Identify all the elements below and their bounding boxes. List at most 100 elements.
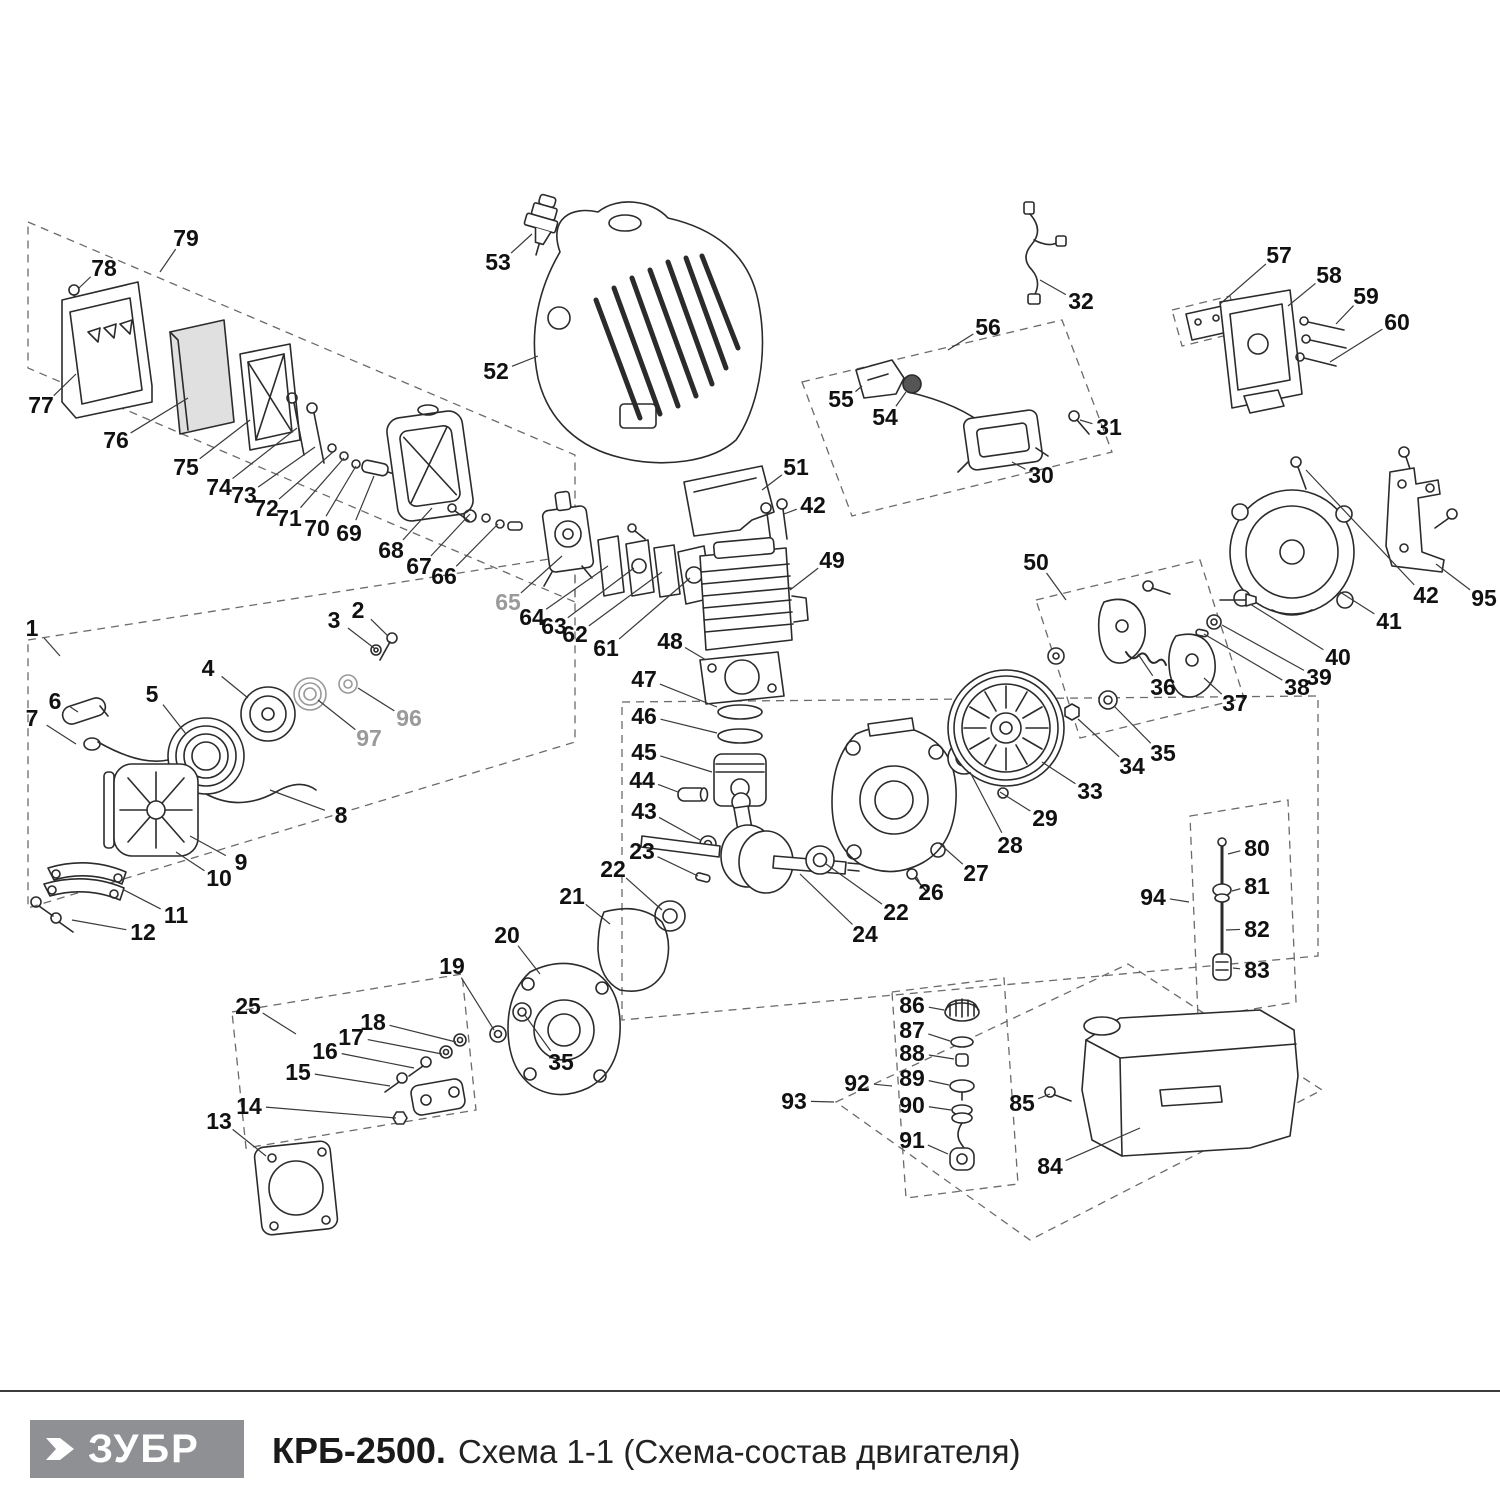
leader-line-51 bbox=[761, 474, 783, 491]
clutch-group-drawing bbox=[1047, 580, 1216, 698]
part-label-90: 90 bbox=[899, 1092, 925, 1118]
part-label-75: 75 bbox=[173, 454, 199, 480]
leader-line-49 bbox=[789, 567, 819, 591]
starter-pulley-drawing bbox=[240, 686, 296, 742]
part-label-47: 47 bbox=[631, 666, 657, 692]
part-label-28: 28 bbox=[997, 832, 1023, 858]
spark-plug-drawing bbox=[523, 193, 559, 256]
fuel-tank-group-drawing bbox=[944, 837, 1299, 1171]
part-label-6: 6 bbox=[49, 688, 62, 714]
leader-line-57 bbox=[1219, 263, 1267, 305]
part-label-49: 49 bbox=[819, 547, 845, 573]
leader-line-31 bbox=[1079, 419, 1093, 425]
leader-line-64 bbox=[545, 565, 609, 610]
leader-line-54 bbox=[895, 391, 907, 407]
cylinder-gasket-drawing bbox=[699, 651, 785, 705]
leader-line-15 bbox=[314, 1073, 391, 1087]
part-label-81: 81 bbox=[1244, 873, 1270, 899]
part-label-21: 21 bbox=[559, 883, 585, 909]
fuel-cap-stack-drawing bbox=[944, 998, 980, 1171]
leader-line-4 bbox=[221, 675, 249, 699]
leader-line-67 bbox=[430, 513, 471, 557]
leader-line-42-a bbox=[783, 508, 797, 515]
leader-line-48 bbox=[684, 647, 707, 661]
leader-line-69 bbox=[355, 475, 375, 521]
brand-arrow-icon bbox=[42, 1432, 78, 1466]
leader-line-91 bbox=[927, 1144, 949, 1155]
leader-line-92 bbox=[873, 1083, 893, 1087]
part-label-12: 12 bbox=[130, 919, 156, 945]
group-box-starter-1 bbox=[27, 554, 576, 909]
part-label-38: 38 bbox=[1284, 674, 1310, 700]
pulley-screw-drawing bbox=[370, 632, 398, 661]
spring-retainer-drawing bbox=[338, 674, 358, 694]
part-label-93: 93 bbox=[781, 1088, 807, 1114]
leader-line-12 bbox=[71, 919, 127, 931]
leader-line-60 bbox=[1329, 328, 1383, 363]
part-label-11: 11 bbox=[164, 902, 189, 928]
part-label-50: 50 bbox=[1023, 549, 1049, 575]
fuel-line-drawing bbox=[1212, 837, 1232, 981]
part-label-91: 91 bbox=[899, 1127, 925, 1153]
part-label-46: 46 bbox=[631, 703, 657, 729]
crankcase-gasket-drawing bbox=[597, 907, 670, 992]
leader-line-16 bbox=[341, 1053, 415, 1069]
flywheel-nut-washer-drawing bbox=[1064, 690, 1118, 721]
rewind-spring-drawing bbox=[293, 677, 327, 711]
part-label-37: 37 bbox=[1222, 690, 1248, 716]
part-label-16: 16 bbox=[312, 1038, 338, 1064]
bracket-95-drawing bbox=[1385, 467, 1458, 573]
leader-line-13 bbox=[232, 1128, 267, 1157]
part-label-58: 58 bbox=[1316, 262, 1342, 288]
leader-line-36 bbox=[1137, 653, 1154, 677]
clutch-shoe-36-drawing bbox=[1097, 598, 1146, 664]
part-label-97: 97 bbox=[356, 725, 382, 751]
part-label-22-a: 22 bbox=[600, 856, 626, 882]
leader-line-7 bbox=[46, 724, 77, 745]
screw-26-drawing bbox=[906, 868, 928, 893]
leader-line-81 bbox=[1231, 888, 1241, 892]
part-label-8: 8 bbox=[335, 802, 348, 828]
muffler-group-drawing bbox=[1185, 289, 1347, 414]
part-label-15: 15 bbox=[285, 1059, 311, 1085]
leader-line-86 bbox=[928, 1006, 945, 1011]
part-label-31: 31 bbox=[1096, 414, 1122, 440]
intake-flange-drawing bbox=[410, 1078, 466, 1116]
part-label-27: 27 bbox=[963, 860, 989, 886]
leader-line-95 bbox=[1435, 563, 1471, 591]
part-label-84: 84 bbox=[1037, 1153, 1063, 1179]
knob-drawing bbox=[902, 374, 922, 394]
nut-14-drawing bbox=[392, 1111, 408, 1125]
leader-line-94 bbox=[1169, 898, 1190, 903]
part-label-92: 92 bbox=[844, 1070, 870, 1096]
filter-frame-drawing bbox=[239, 343, 301, 451]
leader-line-76 bbox=[130, 397, 189, 434]
leader-line-82 bbox=[1225, 928, 1241, 931]
leader-line-65 bbox=[520, 555, 563, 594]
leader-line-41 bbox=[1339, 591, 1375, 615]
leader-line-42-b bbox=[1305, 469, 1415, 586]
leader-line-58 bbox=[1287, 282, 1316, 307]
ignition-coil-drawing bbox=[957, 409, 1049, 473]
leader-line-24 bbox=[799, 873, 853, 925]
intake-group-drawing bbox=[253, 1033, 467, 1236]
part-label-70: 70 bbox=[304, 515, 330, 541]
leader-line-78 bbox=[78, 276, 92, 289]
leader-line-39 bbox=[1221, 624, 1305, 671]
leader-line-84 bbox=[1065, 1127, 1141, 1162]
tank-screw-drawing bbox=[1044, 1086, 1072, 1102]
leader-line-3 bbox=[347, 627, 375, 649]
mount-plate-drawing bbox=[253, 1140, 339, 1236]
part-label-14: 14 bbox=[236, 1093, 262, 1119]
engine-cover-drawing bbox=[533, 201, 764, 464]
part-label-63: 63 bbox=[541, 613, 567, 639]
part-label-1: 1 bbox=[26, 615, 39, 641]
cylinder-drawing bbox=[699, 536, 809, 651]
leader-line-10 bbox=[175, 851, 205, 872]
part-label-26: 26 bbox=[918, 879, 944, 905]
group-box-fuel-tank-93 bbox=[834, 963, 1324, 1241]
leader-line-89 bbox=[928, 1080, 950, 1086]
air-filter-cover-drawing bbox=[61, 281, 153, 419]
leader-line-35-a bbox=[523, 1013, 552, 1052]
footer: ЗУБР КРБ-2500. Схема 1-1 (Схема-состав д… bbox=[0, 1390, 1500, 1500]
